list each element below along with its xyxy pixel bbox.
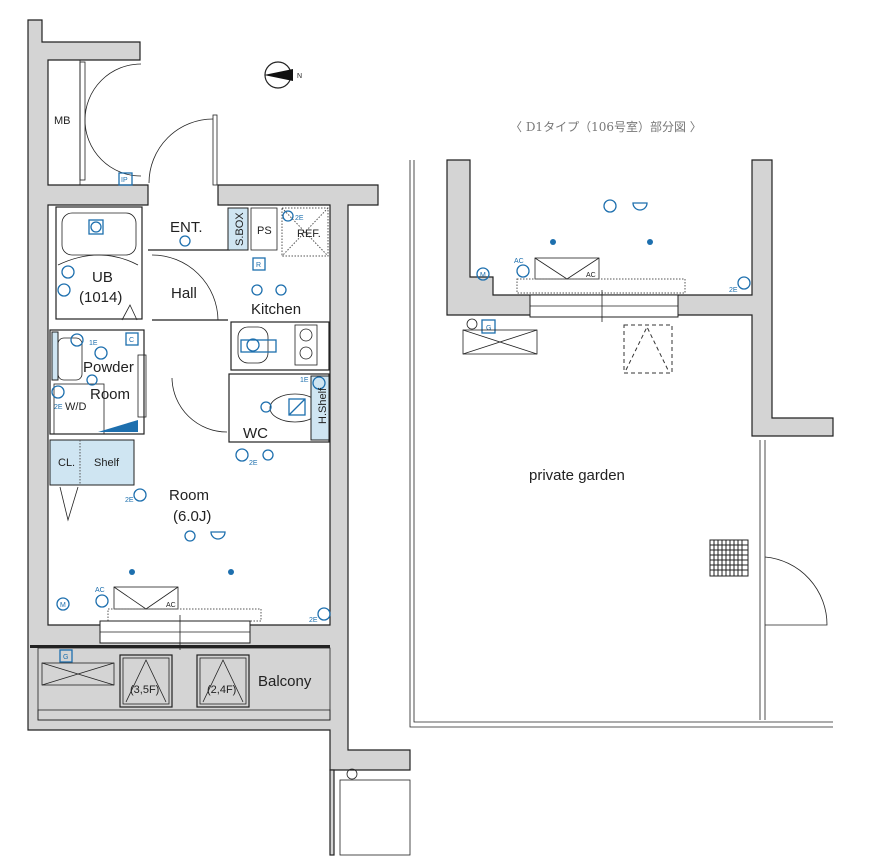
r-box [252, 257, 266, 271]
hall-label: Hall [171, 285, 197, 302]
m-label: M [480, 272, 486, 279]
unit-bath-size: (1014) [79, 289, 122, 306]
private-garden-label: private garden [529, 467, 625, 484]
room-outlet-icon [133, 488, 147, 502]
g-box [481, 319, 496, 334]
pipe-space-label: PS [257, 225, 272, 237]
wc-room [171, 373, 330, 462]
curtain-rail [516, 278, 686, 294]
downlight-icon [129, 569, 135, 575]
unit-bath [55, 206, 143, 321]
kitchen-counter [230, 321, 330, 371]
closet-label: CL. [58, 457, 75, 469]
ac-outlet-icon [95, 594, 109, 608]
outlet-icon [737, 276, 751, 290]
air-conditioner [113, 586, 179, 610]
wc-label: WC [243, 425, 268, 442]
garden-boundary [409, 160, 833, 728]
outlet-1e-label: 1E [89, 340, 98, 347]
c-box [125, 332, 139, 346]
ac-outlet-label: AC [514, 258, 524, 265]
evacuation-hatch-1 [119, 654, 173, 708]
hatch-label-2: (2,4F) [207, 684, 236, 696]
outlet-icon [317, 607, 331, 621]
room-outlet-label: 2E [125, 497, 134, 504]
ceiling-light-icon [603, 199, 617, 213]
shoe-box-label: S.BOX [234, 212, 246, 246]
ac-unit-label: AC [166, 602, 176, 609]
balcony-window[interactable] [99, 615, 251, 650]
room-light-icon [184, 530, 196, 542]
c-label: C [129, 337, 134, 344]
powder-sliding-door[interactable] [137, 354, 147, 418]
m-outlet-icon [56, 597, 70, 611]
mb-doors[interactable] [79, 61, 142, 181]
shoe-box [227, 207, 249, 251]
m-label: M [60, 602, 66, 609]
outlet-2e-label: 2E [309, 617, 318, 624]
downlight-icon [647, 239, 653, 245]
hatch-label-1: (3,5F) [130, 684, 159, 696]
outlet-2e-label: 2E [295, 215, 304, 222]
powder-room-label-2: Room [90, 386, 130, 403]
curtain-rail [107, 608, 262, 622]
ac-outlet-icon [516, 264, 530, 278]
faucet-icon [466, 318, 478, 330]
room-label: Room [169, 487, 209, 504]
drain-grate [709, 539, 749, 577]
powder-room-label: Powder [83, 359, 134, 376]
kitchen-label: Kitchen [251, 301, 301, 318]
ip-box [118, 172, 133, 186]
unit-bath-label: UB [92, 269, 113, 286]
hanging-shelf-label: H.Shelf [317, 387, 329, 424]
water-heater [41, 662, 115, 686]
compass-north-label: N [297, 73, 302, 80]
balcony-label: Balcony [258, 673, 312, 690]
outlet-2e-label: 2E [729, 287, 738, 294]
closet-door[interactable] [59, 486, 79, 522]
entrance-label: ENT. [170, 219, 203, 236]
washer-dryer-label: W/D [65, 401, 86, 413]
kitchen-fixture-icon [251, 284, 263, 296]
ceiling-light-icon [179, 235, 191, 247]
refrigerator-label: REF. [297, 228, 321, 240]
wd-outlet-label: 2E [54, 404, 63, 411]
ip-label: IP [121, 177, 128, 184]
room-size: (6.0J) [173, 508, 211, 525]
g-label: G [486, 325, 491, 332]
water-heater [462, 329, 538, 355]
shelf-label: Shelf [94, 457, 120, 469]
ac-unit-label: AC [586, 272, 596, 279]
evacuation-hatch-2 [196, 654, 250, 708]
m-outlet-icon [476, 267, 490, 281]
kitchen-light-icon [275, 284, 287, 296]
room-detector-icon [210, 531, 226, 540]
hall-outlet-label: 2E [249, 460, 258, 467]
hall-door[interactable] [151, 254, 219, 321]
mb-label: MB [54, 115, 71, 127]
entrance-door[interactable] [148, 114, 218, 186]
wc-outlet-label: 1E [300, 377, 309, 384]
downlight-icon [550, 239, 556, 245]
ac-outlet-label: AC [95, 587, 105, 594]
garden-window[interactable] [529, 290, 679, 322]
air-conditioner [534, 257, 600, 280]
pipe-space [250, 207, 278, 251]
outlet-icon [282, 210, 294, 222]
closet [49, 439, 135, 486]
adjacent-balcony [339, 779, 411, 856]
g-box [59, 649, 73, 663]
refrigerator-space [281, 207, 329, 257]
detector-icon [632, 202, 648, 211]
evacuation-hatch [623, 324, 673, 374]
powder-room [49, 329, 145, 435]
plan-title: 〈 D1タイプ（106号室）部分図 〉 [510, 119, 702, 134]
garden-gate[interactable] [764, 556, 828, 626]
downlight-icon [228, 569, 234, 575]
g-label: G [63, 654, 68, 661]
r-label: R [256, 262, 261, 269]
north-compass-icon: N [264, 61, 302, 89]
